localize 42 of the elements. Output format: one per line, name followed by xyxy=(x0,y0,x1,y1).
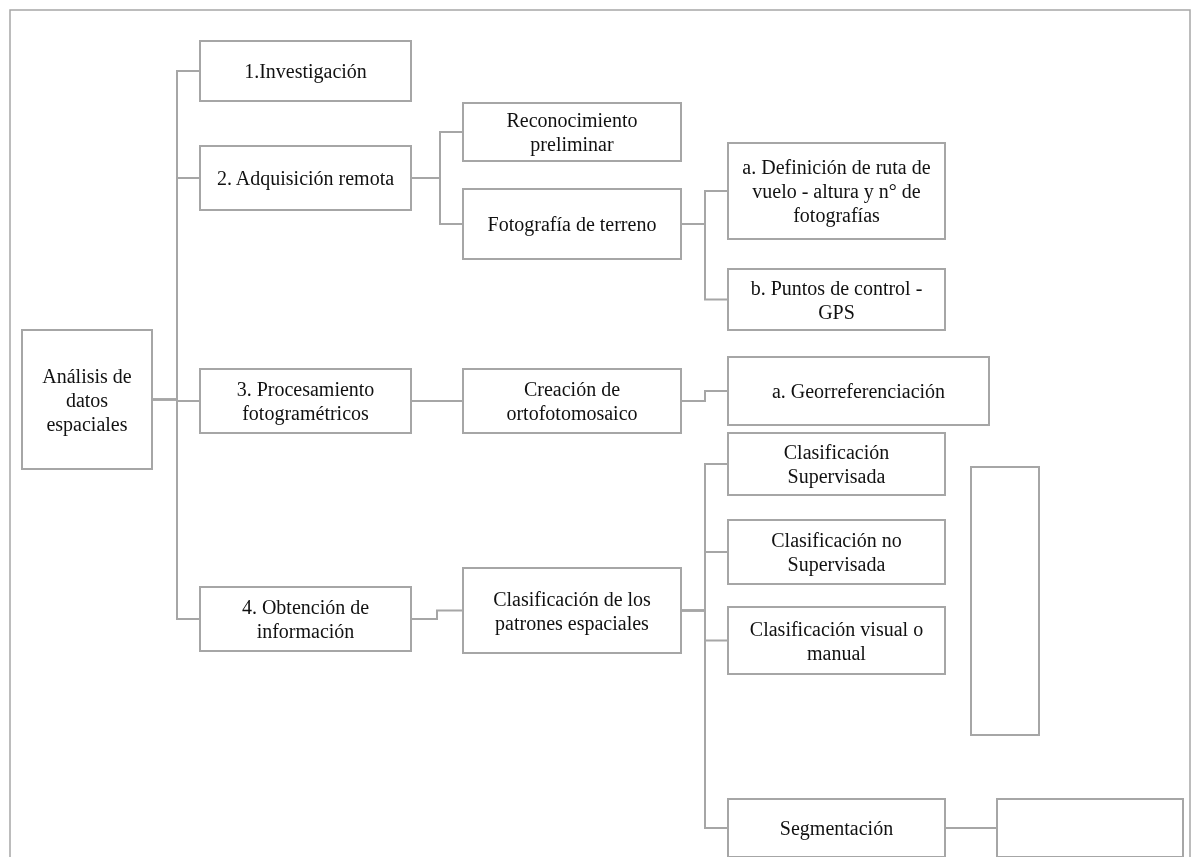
process-box xyxy=(21,329,153,470)
process-box xyxy=(199,145,412,211)
connector-line xyxy=(945,827,997,829)
box-label: 2. Adquisición remota xyxy=(216,166,395,190)
connector-line xyxy=(681,223,728,301)
box-label: Reconocimiento preliminar xyxy=(505,108,639,156)
process-box xyxy=(727,519,946,585)
box-label: b. Puntos de control - GPS xyxy=(749,275,924,324)
process-box xyxy=(727,356,990,426)
process-box xyxy=(462,567,682,654)
connector-line xyxy=(681,609,728,829)
box-label: 1.Investigación xyxy=(244,59,367,83)
process-box xyxy=(727,432,946,496)
box-label: Análisis de datos espaciales xyxy=(41,363,133,436)
connector-line xyxy=(411,609,463,620)
process-box xyxy=(462,102,682,162)
process-box xyxy=(199,586,412,652)
process-box xyxy=(462,368,682,434)
process-box xyxy=(727,606,946,675)
box-label: Creación de ortofotomosaico xyxy=(505,377,639,425)
box-label: a. Definición de ruta de vuelo - altura y n° de fotografías xyxy=(741,155,932,227)
box-label: Clasificación Supervisada xyxy=(782,440,891,488)
connector-line xyxy=(411,177,463,225)
box-label: a. Georreferenciación xyxy=(771,379,946,403)
process-box xyxy=(727,142,946,240)
process-box xyxy=(727,268,946,331)
box-label: Clasificación visual o manual xyxy=(748,616,925,665)
box-label: 3. Procesamiento fotogramétricos xyxy=(235,377,376,425)
box-label: Segmentación xyxy=(779,816,894,840)
connector-line xyxy=(152,398,200,620)
empty-box xyxy=(996,798,1184,857)
empty-box xyxy=(970,466,1040,736)
process-box xyxy=(199,368,412,434)
connector-line xyxy=(681,390,728,402)
box-label: Clasificación no Supervisada xyxy=(770,528,903,576)
process-box xyxy=(727,798,946,857)
box-label: 4. Obtención de información xyxy=(240,595,371,643)
box-label: Clasificación de los patrones espaciales xyxy=(492,586,652,635)
process-box xyxy=(462,188,682,260)
box-label: Fotografía de terreno xyxy=(487,212,657,236)
process-box xyxy=(199,40,412,102)
connector-line xyxy=(411,400,463,402)
